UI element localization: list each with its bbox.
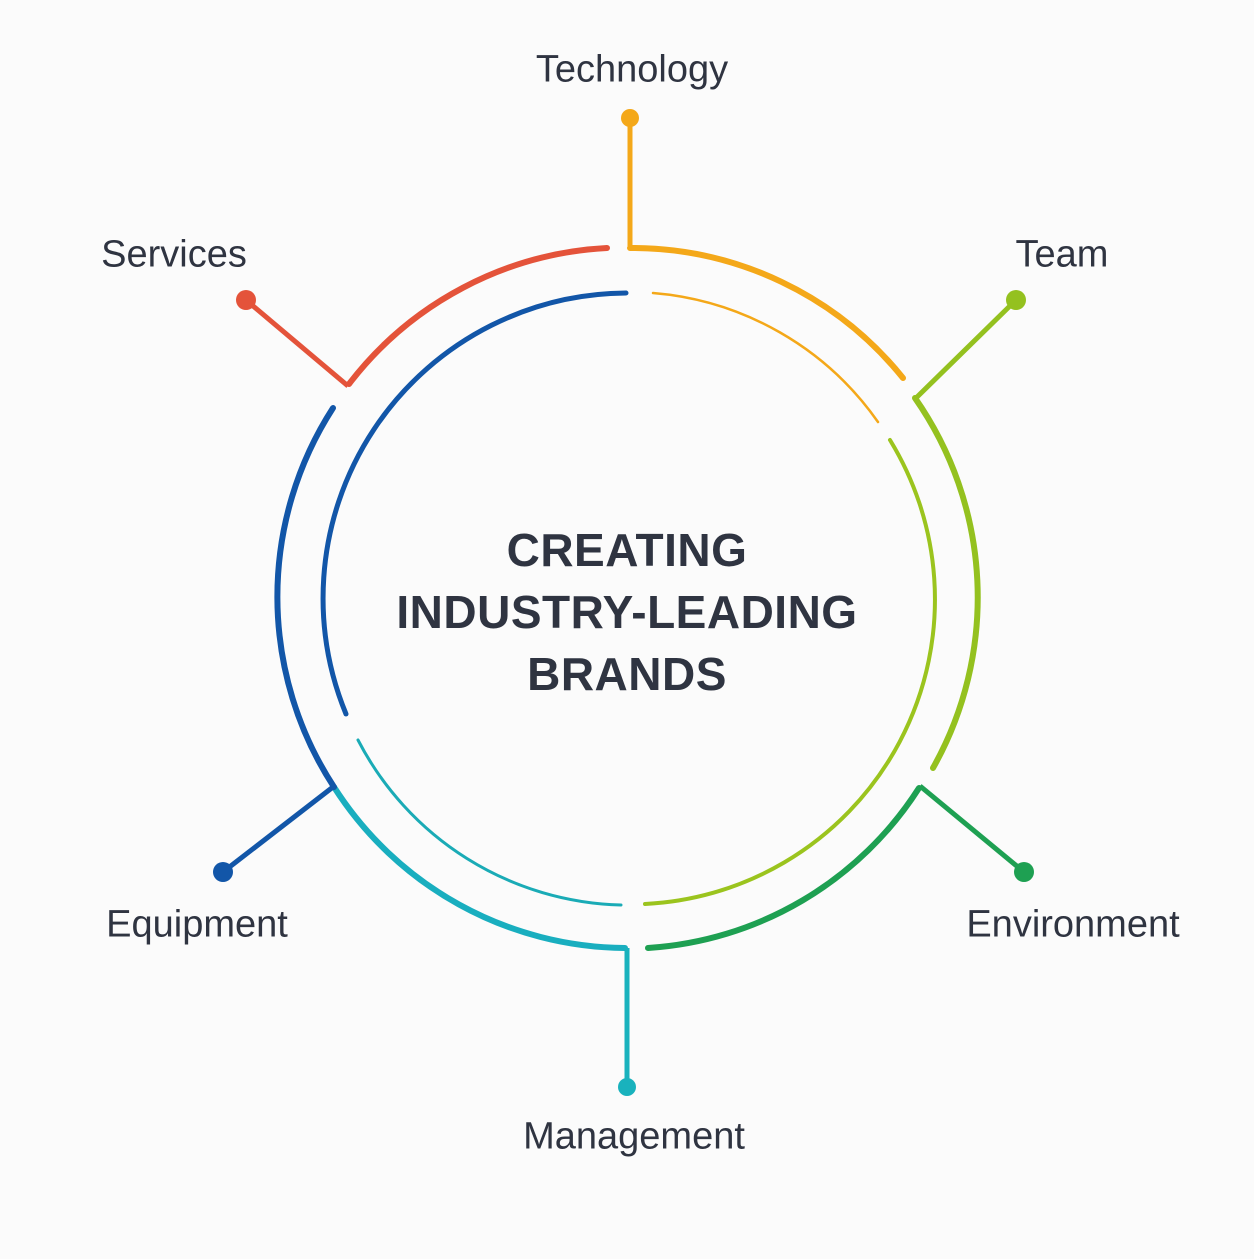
outer-ring (274, 244, 981, 951)
outer-arc-services (346, 245, 610, 387)
label-equipment: Equipment (106, 903, 288, 946)
inner-arc-green (643, 438, 937, 906)
node-dot-environment (1014, 862, 1034, 882)
connector-technology (621, 109, 639, 246)
inner-ring (320, 290, 937, 907)
connector-management (618, 948, 636, 1096)
connector-services (236, 290, 350, 388)
node-dot-equipment (213, 862, 233, 882)
label-team: Team (1015, 233, 1109, 276)
center-title-line-1: CREATING (506, 524, 748, 576)
connector-environment (918, 784, 1034, 882)
node-dot-technology (621, 109, 639, 127)
outer-arc-environment (645, 785, 922, 951)
label-technology: Technology (535, 48, 729, 91)
outer-arc-management (331, 784, 628, 951)
label-management: Management (523, 1115, 745, 1158)
label-environment: Environment (966, 903, 1180, 946)
connector-equipment (213, 785, 335, 882)
label-services: Services (101, 233, 247, 276)
connectors (213, 109, 1034, 1096)
connector-team (914, 290, 1026, 400)
outer-arc-equipment (274, 405, 337, 790)
inner-arc-teal (356, 738, 623, 907)
node-dot-management (618, 1078, 636, 1096)
inner-arc-blue (320, 290, 629, 717)
center-title-line-3: BRANDS (527, 648, 727, 700)
outer-arc-team (912, 395, 981, 771)
outer-arc-technology (627, 244, 906, 381)
inner-arc-yellow (651, 291, 880, 424)
node-dot-team (1006, 290, 1026, 310)
center-title-line-2: INDUSTRY-LEADING (396, 586, 858, 638)
node-dot-services (236, 290, 256, 310)
center-title: CREATING INDUSTRY-LEADING BRANDS (347, 519, 907, 705)
